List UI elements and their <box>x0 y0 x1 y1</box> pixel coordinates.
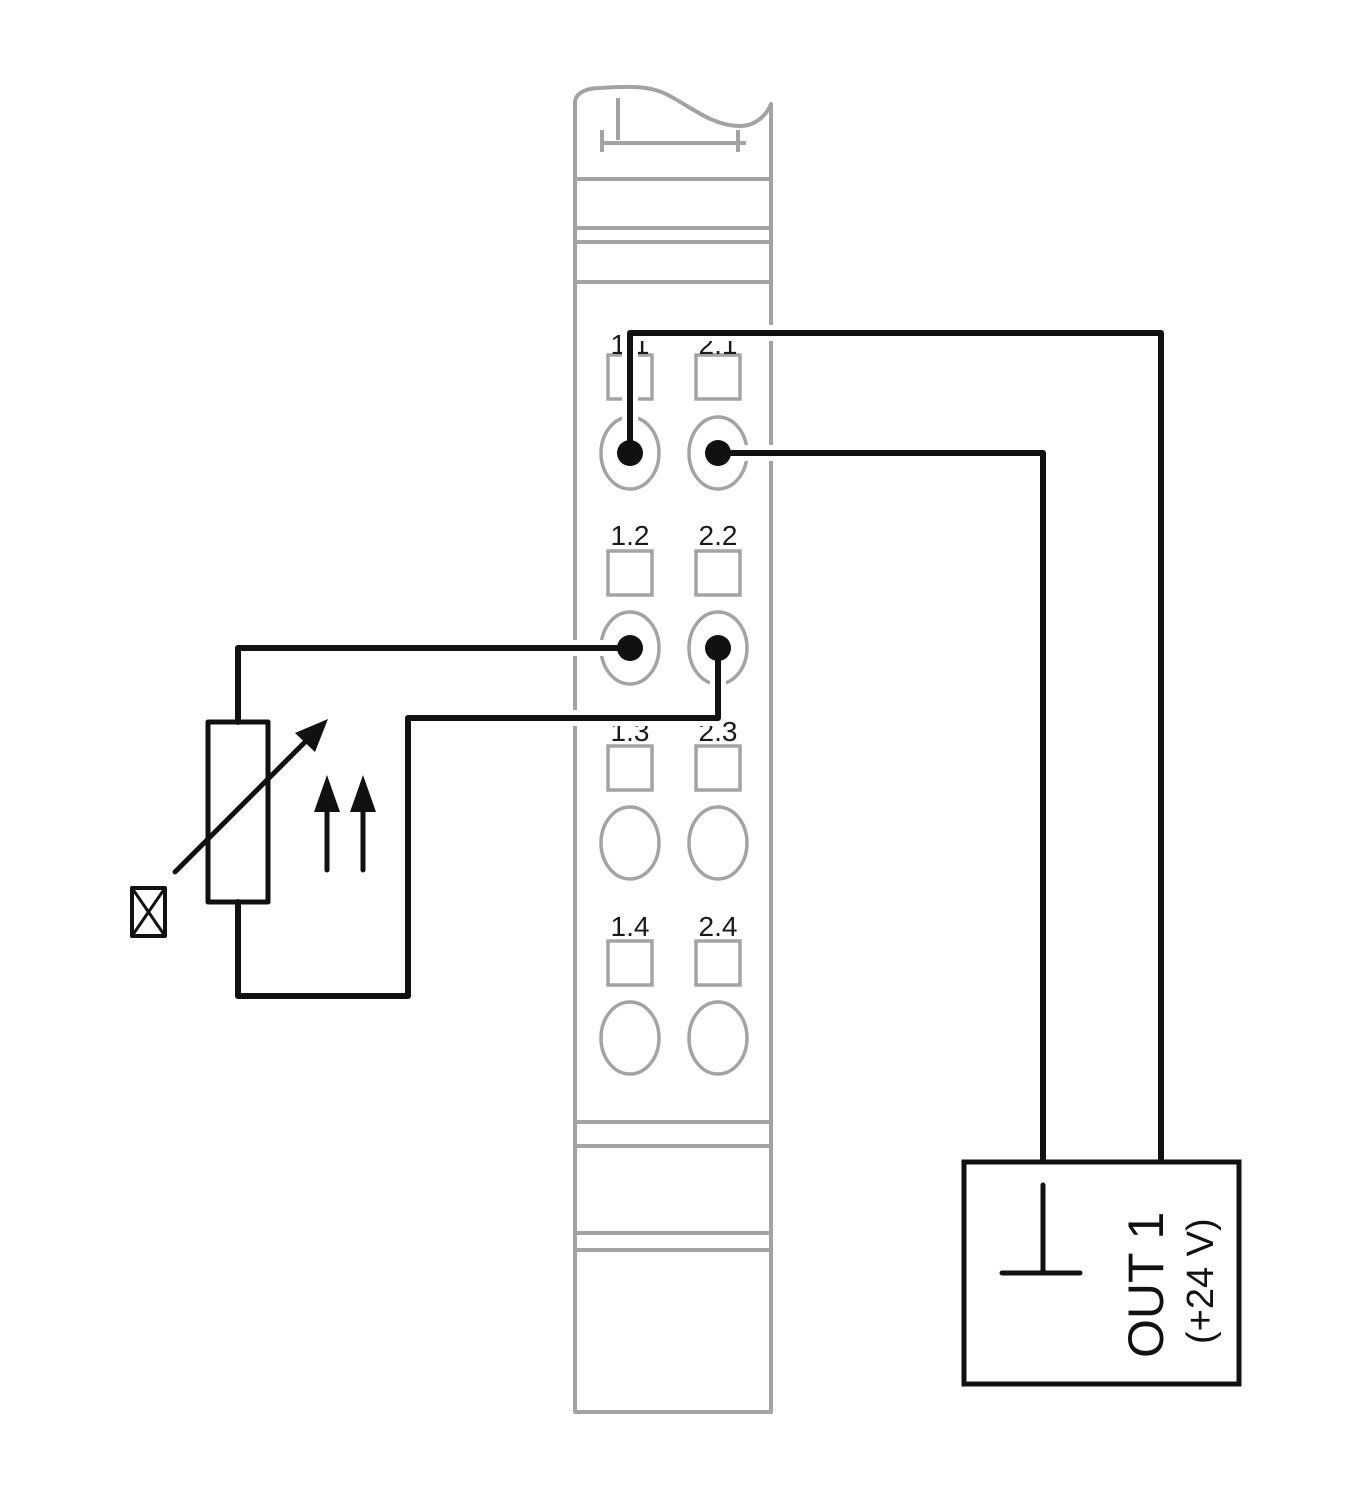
terminal-label-2-4: 2.4 <box>699 911 738 942</box>
wire-dot-1-1 <box>617 440 643 466</box>
wire-halo <box>710 445 1051 1170</box>
thermal-element-icon <box>130 886 167 938</box>
output-label: OUT 1 <box>1118 1212 1174 1358</box>
module-top-bracket <box>600 98 746 152</box>
terminal-marker-box-2-1 <box>694 353 742 401</box>
terminal-marker-box-2-2 <box>694 549 742 597</box>
wire-terminal-1-2-to-sensor <box>235 645 633 725</box>
variable-resistor-symbol <box>172 719 376 905</box>
up-arrow-head <box>314 775 340 812</box>
output-voltage-label: (+24 V) <box>1180 1218 1222 1344</box>
resistor-body <box>205 719 271 905</box>
terminal-slot-2-3[interactable] <box>687 805 749 881</box>
terminal-label-1-4: 1.4 <box>611 911 650 942</box>
terminal-marker-box-1-4 <box>606 939 654 987</box>
terminal-marker-box-1-2 <box>606 549 654 597</box>
terminal-label-2-2: 2.2 <box>699 520 738 551</box>
terminal-marker-box-1-3 <box>606 744 654 792</box>
up-arrow-head <box>350 775 376 812</box>
wire-dot-2-2 <box>705 635 731 661</box>
terminal-label-1-2: 1.2 <box>611 520 650 551</box>
terminal-slot-1-3[interactable] <box>599 805 661 881</box>
output-unit: OUT 1 (+24 V) <box>961 1159 1242 1387</box>
terminal-slot-2-4[interactable] <box>687 1000 749 1076</box>
wire-dot-2-1 <box>705 440 731 466</box>
variable-arrow-head <box>295 719 328 752</box>
wires <box>235 325 1169 1170</box>
terminal-slots <box>599 353 749 1076</box>
wire-terminal-2-1-to-out-ground <box>715 450 1046 1165</box>
terminal-marker-box-2-3 <box>694 744 742 792</box>
wire-halo <box>400 640 726 768</box>
terminal-module <box>573 84 773 1414</box>
wire-terminal-1-1-to-out-plus <box>627 330 1164 1165</box>
variable-arrow-shaft <box>172 732 315 875</box>
wire-dot-1-2 <box>617 635 643 661</box>
module-housing <box>573 84 773 1414</box>
wire-terminal-2-2-to-sensor <box>235 645 721 999</box>
terminal-slot-1-4[interactable] <box>599 1000 661 1076</box>
terminal-marker-box-2-4 <box>694 939 742 987</box>
